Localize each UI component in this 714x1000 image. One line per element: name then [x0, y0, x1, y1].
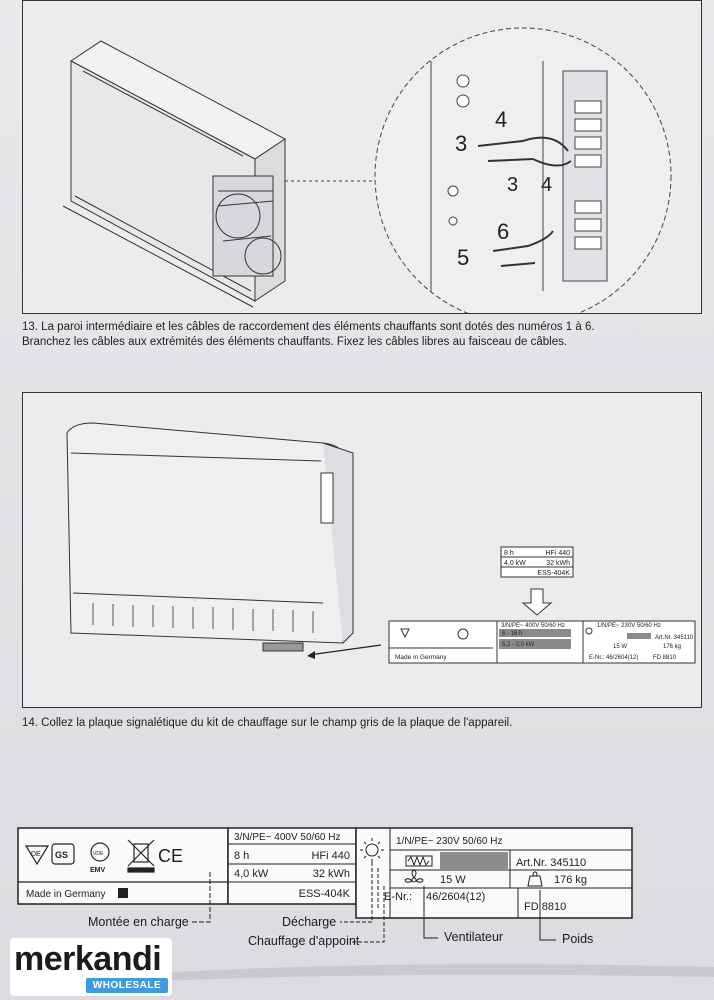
ce-mark: CE: [158, 846, 183, 866]
step14-caption: 14. Collez la plaque signalétique du kit…: [22, 717, 513, 729]
kit-plate-hours: 8 h: [504, 550, 514, 557]
de-icon: DE: [24, 845, 50, 866]
plate-black-square: [118, 888, 128, 898]
step13-figure-frame: 4 3 3 4 6 5: [22, 0, 702, 314]
plate-model: HFi 440: [311, 850, 350, 862]
small-plate-art: Art.Nr. 345110: [655, 635, 694, 641]
plate-fan: 15 W: [440, 874, 466, 886]
small-plate-enr: E-Nr.: 46/2604(12): [589, 655, 638, 661]
rating-plate-large: DE GS VDE EMV CE Made in Germany 3/N/PE~…: [17, 827, 633, 943]
kit-plate-power: 4,0 kW: [504, 560, 526, 567]
plate-energy: 32 kWh: [313, 868, 350, 880]
kit-plate-kit: ESS-404K: [537, 570, 570, 577]
label-chauffage-appoint: Chauffage d'appoint: [248, 934, 360, 948]
svg-text:EMV: EMV: [90, 867, 106, 874]
plate-hours: 8 h: [234, 850, 249, 862]
weee-bin-icon: [127, 839, 155, 873]
sun-icon: [360, 838, 384, 862]
step13-illustration: 4 3 3 4 6 5: [62, 27, 672, 313]
step14-illustration: 8 h HFi 440 4,0 kW 32 kWh ESS-404K Made …: [66, 422, 696, 664]
merkandi-logo-tag: WHOLESALE: [86, 978, 168, 993]
step13-caption: 13. La paroi intermédiaire et les câbles…: [22, 320, 702, 350]
plate-leader-lines: [192, 862, 556, 943]
small-plate-weight: 176 kg: [663, 644, 681, 650]
small-plate-vde-icon: [457, 628, 469, 640]
label-ventilateur: Ventilateur: [444, 930, 504, 944]
vde-emv-icon: VDE EMV: [90, 842, 110, 874]
svg-text:VDE: VDE: [93, 851, 104, 857]
heating-coil-icon: [405, 855, 433, 867]
plate-made-in: Made in Germany: [26, 889, 105, 900]
callout-5: 5: [457, 245, 469, 270]
fan-icon: [404, 869, 424, 883]
detail-circle: [374, 27, 672, 313]
plate-supply-right: 1/N/PE~ 230V 50/60 Hz: [396, 836, 502, 847]
callout-3a: 3: [455, 131, 467, 156]
kit-plate-energy: 32 kWh: [546, 560, 570, 567]
small-plate-supply-left: 3/N/PE~ 400V 50/60 Hz: [501, 623, 565, 629]
gray-field: [440, 852, 508, 870]
plate-fd: FD 8810: [524, 901, 566, 913]
closed-heater-drawing: [66, 422, 354, 652]
small-plate-de-icon: [400, 628, 410, 639]
svg-text:DE: DE: [31, 851, 41, 858]
pointer-line: [308, 644, 382, 656]
label-poids: Poids: [562, 932, 594, 946]
step13-caption-line2: Branchez les câbles aux extrémités des é…: [22, 336, 568, 348]
plate-right-panel: [355, 827, 633, 919]
small-plate-power: 5,2 - 2,0 kW: [502, 642, 535, 648]
callout-4a: 4: [495, 107, 507, 132]
kit-plate: 8 h HFi 440 4,0 kW 32 kWh ESS-404K: [500, 546, 574, 578]
bottom-band: [160, 964, 714, 981]
weight-icon: [527, 871, 543, 887]
plate-art: Art.Nr. 345110: [516, 857, 586, 869]
small-plate-hours: 6 - 16 h: [502, 631, 522, 637]
small-plate-fd: FD 8810: [653, 655, 677, 661]
plate-power: 4,0 kW: [234, 868, 269, 880]
kit-plate-model: HFi 440: [545, 550, 570, 557]
pointer-arrowhead: [307, 651, 315, 659]
plate-supply-left: 3/N/PE~ 400V 50/60 Hz: [234, 832, 340, 843]
arrow-down-icon: [521, 588, 553, 616]
plate-enr-value: 46/2604(12): [426, 891, 485, 903]
small-plate-sun-icon: [585, 627, 593, 635]
label-decharge: Décharge: [282, 915, 337, 929]
open-heater-drawing: [62, 40, 286, 308]
callout-3b: 3: [507, 174, 518, 196]
small-plate-made-in: Made in Germany: [395, 654, 447, 661]
merkandi-logo: merkandi WHOLESALE: [10, 938, 172, 996]
step13-caption-line1: 13. La paroi intermédiaire et les câbles…: [22, 321, 595, 333]
merkandi-logo-word: merkandi: [14, 940, 162, 978]
plate-kit: ESS-404K: [299, 888, 351, 900]
plate-enr-label: E-Nr.:: [384, 891, 412, 903]
small-rating-plate: Made in Germany 3/N/PE~ 400V 50/60 Hz 6 …: [388, 620, 696, 664]
step14-figure-frame: 8 h HFi 440 4,0 kW 32 kWh ESS-404K Made …: [22, 392, 702, 708]
callout-4b: 4: [541, 174, 552, 196]
callout-6: 6: [497, 219, 509, 244]
label-montee-en-charge: Montée en charge: [88, 915, 189, 929]
gs-icon: GS: [51, 843, 75, 865]
plate-middle-panel: [227, 827, 357, 905]
small-plate-supply-right: 1/N/PE~ 230V 50/60 Hz: [597, 623, 661, 629]
small-plate-fan: 15 W: [613, 644, 627, 650]
svg-text:GS: GS: [55, 850, 68, 860]
plate-weight: 176 kg: [554, 874, 587, 886]
